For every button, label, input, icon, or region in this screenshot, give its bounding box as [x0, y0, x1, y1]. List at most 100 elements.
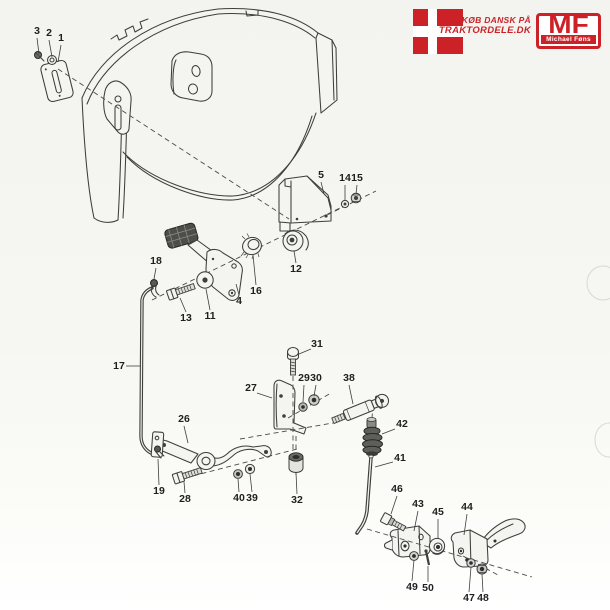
brand-name: Michael Føns [541, 35, 596, 44]
part-label-42: 42 [396, 418, 408, 430]
label-leader-48 [481, 573, 484, 593]
part-27-anchor-plate [273, 379, 307, 435]
brand-initials: MF [548, 11, 589, 39]
label-leader-32 [295, 472, 298, 495]
label-leader-49 [411, 559, 415, 582]
part-12-spacer [282, 229, 309, 252]
part-label-1: 1 [58, 32, 64, 44]
label-leader-46 [390, 495, 398, 515]
label-leader-42 [381, 428, 396, 435]
part-label-3: 3 [34, 25, 40, 37]
part-label-49: 49 [406, 581, 418, 593]
part-2-washer [46, 54, 58, 66]
label-leader-41 [374, 461, 394, 468]
part-15-nut [350, 192, 362, 204]
label-leader-26 [183, 425, 189, 444]
label-leader-11 [205, 288, 211, 311]
part-29-washer [298, 402, 308, 412]
part-50-pin [424, 549, 431, 566]
part-label-19: 19 [153, 485, 165, 497]
part-label-45: 45 [432, 506, 444, 518]
label-leader-43 [413, 510, 419, 532]
part-label-40: 40 [233, 492, 245, 504]
part-28-bolt [171, 467, 203, 485]
label-leader-1 [57, 44, 62, 63]
label-leader-3 [36, 37, 40, 55]
part-5-mounting-bracket [278, 175, 332, 232]
label-leader-5 [320, 181, 325, 195]
part-label-43: 43 [412, 498, 424, 510]
part-label-46: 46 [391, 483, 403, 495]
part-label-11: 11 [204, 310, 215, 322]
danish-flag-icon [413, 9, 463, 54]
part-13-bolt [166, 283, 196, 301]
label-leader-2 [48, 39, 53, 58]
label-leader-28 [183, 481, 186, 494]
brand-logo: MF Michael Føns [536, 11, 601, 49]
part-18-clip-pin [150, 279, 160, 298]
label-leader-13 [179, 297, 187, 313]
label-leader-16 [252, 254, 257, 286]
part-label-5: 5 [318, 169, 324, 181]
part-1-cover-plate [40, 59, 74, 103]
part-label-17: 17 [113, 360, 125, 372]
label-leader-38 [348, 384, 354, 405]
label-leader-19 [157, 458, 160, 486]
part-19-anchor-bracket [150, 431, 165, 458]
part-label-30: 30 [310, 372, 322, 384]
label-leader-15 [355, 184, 358, 195]
part-48-nut [476, 563, 488, 575]
part-11-washer [196, 271, 214, 289]
part-label-41: 41 [394, 452, 406, 464]
part-label-50: 50 [422, 582, 434, 594]
part-3-screw [34, 51, 45, 62]
part-30-nut [308, 394, 320, 406]
tagline-line1: KØB DANSK PÅ [461, 15, 531, 25]
part-label-48: 48 [477, 592, 489, 604]
label-leader-39 [249, 473, 253, 493]
part-label-44: 44 [461, 501, 473, 513]
part-label-2: 2 [46, 27, 52, 39]
part-label-13: 13 [180, 312, 192, 324]
part-label-29: 29 [298, 372, 310, 384]
part-31-bolt [286, 346, 300, 376]
part-47-washer [466, 558, 476, 568]
label-leader-40 [237, 478, 240, 493]
part-label-18: 18 [150, 255, 162, 267]
part-19-pin [154, 445, 165, 459]
part-49-washer [409, 551, 419, 561]
part-label-31: 31 [311, 338, 323, 350]
label-leader-44 [463, 513, 468, 536]
label-leader-12 [293, 250, 297, 264]
label-leader-31 [298, 348, 312, 355]
part-38-clevis-rod [331, 393, 390, 425]
dealer-tagline: KØB DANSK PÅ TRAKTORDELE.DK [439, 15, 531, 36]
part-39-washer [244, 463, 256, 475]
part-label-47: 47 [463, 592, 475, 604]
part-label-28: 28 [179, 493, 191, 505]
part-label-26: 26 [178, 413, 190, 425]
label-leader-4 [235, 283, 240, 296]
part-26-bellcrank-lever [158, 439, 272, 471]
scan-artifacts [586, 265, 610, 458]
label-leader-30 [313, 384, 317, 397]
part-16-ribbed-bushing [240, 233, 262, 260]
label-leader-47 [468, 566, 472, 593]
part-label-27: 27 [245, 382, 257, 394]
part-46-bolt [380, 512, 407, 532]
part-41-control-rod [355, 454, 374, 535]
part-43-tube [400, 540, 410, 552]
label-leader-29 [302, 384, 305, 403]
part-label-16: 16 [250, 285, 262, 297]
label-leader-18 [153, 267, 157, 280]
part-32-bushing [288, 452, 304, 474]
part-17-link-rod [139, 286, 161, 458]
part-label-39: 39 [246, 492, 258, 504]
part-label-4: 4 [236, 295, 242, 307]
label-leader-27 [256, 392, 273, 399]
part-44-latch-lever [450, 518, 526, 568]
part-42-rubber-boot [362, 417, 383, 457]
